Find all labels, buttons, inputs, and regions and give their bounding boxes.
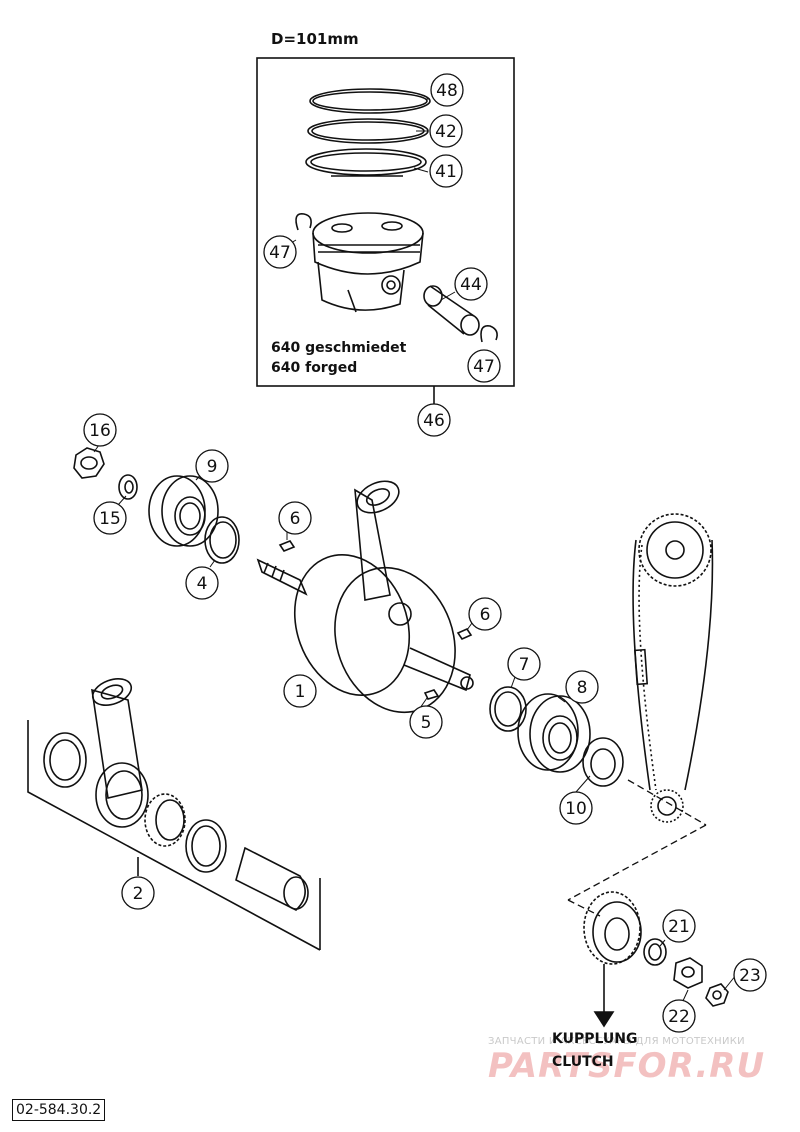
woodruff-key-upper <box>278 540 296 552</box>
svg-text:47: 47 <box>269 243 291 263</box>
piston-kit-frame <box>256 57 515 387</box>
svg-text:47: 47 <box>473 357 495 377</box>
clutch-direction-arrow <box>593 964 615 1028</box>
conrod-kit <box>27 678 321 951</box>
callout-10: 10 <box>559 791 593 825</box>
clutch-label-german: KUPPLUNG <box>552 1031 638 1047</box>
callout-23: 23 <box>733 958 767 992</box>
piston-note-german: 640 geschmiedet <box>271 340 407 356</box>
callout-group: 48 42 41 47 44 47 46 16 9 15 4 6 6 1 5 7… <box>83 73 767 1033</box>
svg-text:6: 6 <box>480 605 491 625</box>
callout-22: 22 <box>662 999 696 1033</box>
callout-5: 5 <box>409 705 443 739</box>
svg-text:46: 46 <box>423 411 445 431</box>
svg-text:48: 48 <box>436 81 458 101</box>
svg-text:4: 4 <box>197 574 208 594</box>
callout-47a: 47 <box>263 235 297 269</box>
svg-text:21: 21 <box>668 917 690 937</box>
watermark-tagline: ЗАПЧАСТИ И АКСЕССУАРЫ ДЛЯ МОТОТЕХНИКИ <box>488 1036 745 1047</box>
svg-text:42: 42 <box>435 122 457 142</box>
piston-pin <box>423 285 480 336</box>
svg-text:41: 41 <box>435 162 457 182</box>
callout-2: 2 <box>121 876 155 910</box>
callout-8: 8 <box>565 670 599 704</box>
primary-gear-assembly <box>583 891 729 1007</box>
left-shim <box>204 516 240 564</box>
callout-16: 16 <box>83 413 117 447</box>
callout-6b: 6 <box>468 597 502 631</box>
circlip-lower <box>480 325 498 343</box>
callout-9: 9 <box>195 449 229 483</box>
clutch-label-english: CLUTCH <box>552 1054 614 1070</box>
piston <box>312 212 424 313</box>
svg-text:7: 7 <box>519 655 530 675</box>
oil-seal <box>582 737 624 787</box>
callout-46: 46 <box>417 403 451 437</box>
callout-44: 44 <box>454 267 488 301</box>
circlip-upper <box>295 213 312 231</box>
svg-text:16: 16 <box>89 421 111 441</box>
callout-48: 48 <box>430 73 464 107</box>
svg-text:10: 10 <box>565 799 587 819</box>
piston-note-english: 640 forged <box>271 360 358 376</box>
svg-text:44: 44 <box>460 275 482 295</box>
timing-chain-assembly <box>632 513 714 823</box>
piston-rings <box>305 88 431 177</box>
callout-6a: 6 <box>278 501 312 535</box>
callout-15: 15 <box>93 501 127 535</box>
svg-text:23: 23 <box>739 966 761 986</box>
svg-text:15: 15 <box>99 509 121 529</box>
right-main-bearing <box>517 693 591 773</box>
callout-47b: 47 <box>467 349 501 383</box>
watermark-logo: PARTSFOR.RU <box>488 1046 766 1086</box>
piston-diameter-label: D=101mm <box>271 30 359 48</box>
left-nut <box>73 447 105 479</box>
callout-42: 42 <box>429 114 463 148</box>
svg-text:8: 8 <box>577 678 588 698</box>
svg-text:2: 2 <box>133 884 144 904</box>
callout-41: 41 <box>429 154 463 188</box>
left-washer <box>118 474 138 500</box>
callout-21: 21 <box>662 909 696 943</box>
svg-text:5: 5 <box>421 713 432 733</box>
drawing-number: 02-584.30.2 <box>12 1099 106 1121</box>
right-shim <box>489 686 527 732</box>
svg-text:9: 9 <box>207 457 218 477</box>
callout-4: 4 <box>185 566 219 600</box>
callout-1: 1 <box>283 674 317 708</box>
svg-text:6: 6 <box>290 509 301 529</box>
callout-7: 7 <box>507 647 541 681</box>
dashed-guides <box>567 779 707 917</box>
woodruff-key-right <box>456 627 473 641</box>
left-main-bearing <box>148 475 219 547</box>
svg-text:22: 22 <box>668 1007 690 1027</box>
svg-text:1: 1 <box>295 682 306 702</box>
woodruff-key-lower <box>423 689 440 700</box>
